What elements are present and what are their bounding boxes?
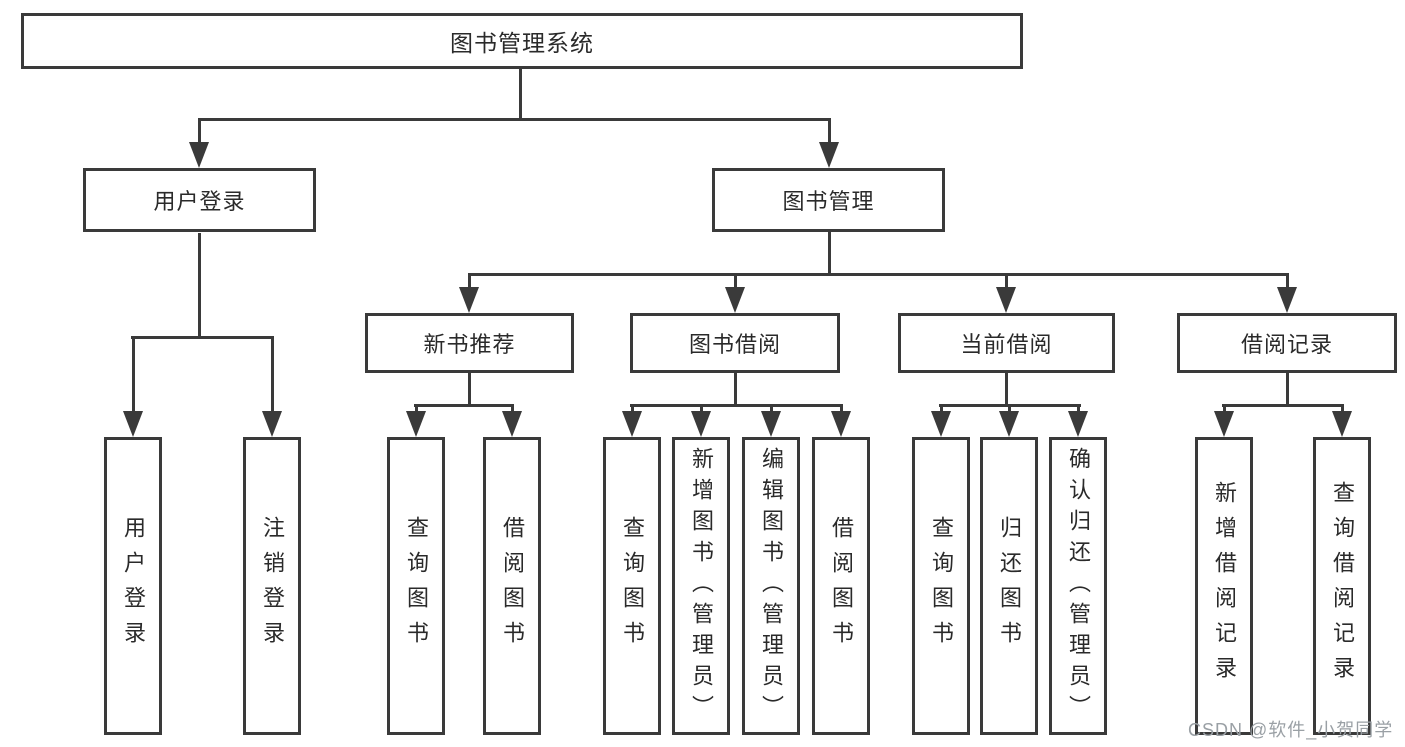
arrow-down-icon [831,411,851,437]
node-current-borrow-label: 当前借阅 [960,332,1053,357]
connector-drop-leaf [271,336,274,431]
arrow-down-icon [761,411,781,437]
leaf-records-query: 查询借阅记录 [1313,437,1371,735]
leaf-borrow-query-book: 查询图书 [603,437,661,735]
leaf-current-return-book-label: 归还图书 [997,516,1022,656]
node-user-login: 用户登录 [83,168,316,232]
leaf-borrow-add-book: 新增图书（管理员） [672,437,730,735]
csdn-watermark: CSDN @软件_小贺同学 [1188,720,1394,740]
connector-manage-bus [468,273,1288,276]
node-user-login-label: 用户登录 [153,189,246,214]
arrow-down-icon [1214,411,1234,437]
arrow-down-icon [459,287,479,313]
leaf-current-confirm-return: 确认归还（管理员） [1049,437,1107,735]
connector-records-bus [1222,404,1344,407]
connector-login-stub [198,233,201,339]
connector-drop-leaf [132,336,135,431]
node-root-label: 图书管理系统 [450,30,594,56]
connector-manage-stub [828,232,831,276]
node-root: 图书管理系统 [21,13,1023,69]
leaf-new-borrow-book-label: 借阅图书 [500,516,525,656]
leaf-current-confirm-return-label: 确认归还（管理员） [1066,446,1091,726]
connector-records-stub [1286,373,1289,407]
leaf-current-query-book-label: 查询图书 [929,516,954,656]
node-borrow-records-label: 借阅记录 [1240,332,1333,357]
node-new-book-recommend: 新书推荐 [365,313,574,373]
leaf-new-borrow-book: 借阅图书 [483,437,541,735]
arrow-down-icon [819,142,839,168]
leaf-records-query-label: 查询借阅记录 [1330,481,1355,691]
arrow-down-icon [1332,411,1352,437]
leaf-borrow-query-book-label: 查询图书 [620,516,645,656]
leaf-records-add-label: 新增借阅记录 [1212,481,1237,691]
arrow-down-icon [622,411,642,437]
connector-drop-book-manage [828,118,831,162]
leaf-borrow-lend-book-label: 借阅图书 [829,516,854,656]
node-book-manage-label: 图书管理 [782,189,875,214]
leaf-current-query-book: 查询图书 [912,437,970,735]
connector-borrow-stub [734,373,737,407]
node-book-manage: 图书管理 [712,168,945,232]
arrow-down-icon [502,411,522,437]
node-borrow-records: 借阅记录 [1177,313,1397,373]
connector-newbook-stub [468,373,471,407]
leaf-borrow-edit-book-label: 编辑图书（管理员） [759,446,784,726]
leaf-borrow-edit-book: 编辑图书（管理员） [742,437,800,735]
connector-root-stub [519,69,522,120]
connector-current-stub [1005,373,1008,407]
arrow-down-icon [262,411,282,437]
leaf-records-add: 新增借阅记录 [1195,437,1253,735]
arrow-down-icon [931,411,951,437]
arrow-down-icon [1277,287,1297,313]
arrow-down-icon [1068,411,1088,437]
connector-borrow-bus [630,404,843,407]
leaf-borrow-lend-book: 借阅图书 [812,437,870,735]
leaf-logout-label: 注销登录 [260,516,285,656]
leaf-user-login: 用户登录 [104,437,162,735]
leaf-new-query-book: 查询图书 [387,437,445,735]
leaf-logout: 注销登录 [243,437,301,735]
node-new-book-recommend-label: 新书推荐 [423,332,516,357]
node-book-borrow: 图书借阅 [630,313,840,373]
connector-drop-user-login [198,118,201,162]
node-current-borrow: 当前借阅 [898,313,1115,373]
leaf-user-login-label: 用户登录 [121,516,146,656]
connector-newbook-bus [414,404,514,407]
arrow-down-icon [996,287,1016,313]
arrow-down-icon [999,411,1019,437]
leaf-current-return-book: 归还图书 [980,437,1038,735]
arrow-down-icon [406,411,426,437]
leaf-borrow-add-book-label: 新增图书（管理员） [689,446,714,726]
arrow-down-icon [189,142,209,168]
leaf-new-query-book-label: 查询图书 [404,516,429,656]
connector-root-bus [198,118,831,121]
arrow-down-icon [123,411,143,437]
arrow-down-icon [725,287,745,313]
arrow-down-icon [691,411,711,437]
connector-login-bus [131,336,274,339]
node-book-borrow-label: 图书借阅 [688,332,781,357]
